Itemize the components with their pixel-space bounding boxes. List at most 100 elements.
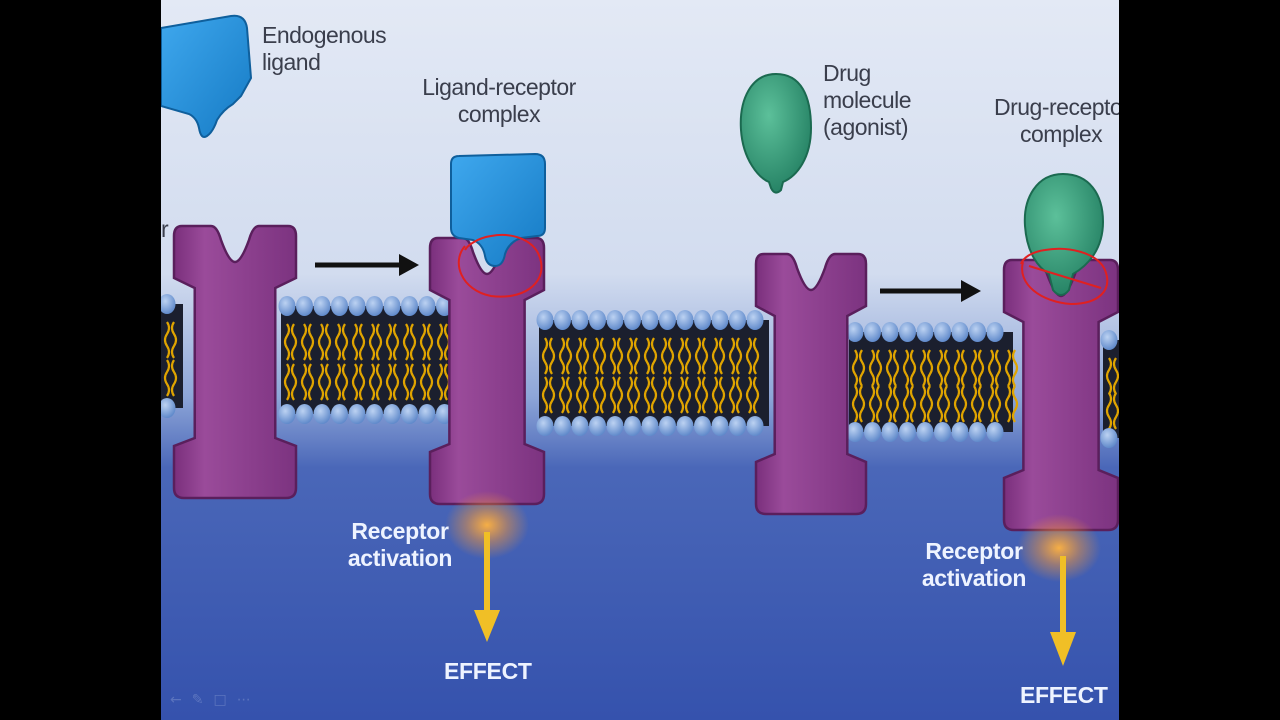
- lipid-tail: [283, 363, 291, 401]
- phospholipid-head: [278, 404, 296, 424]
- lipid-tail: [324, 363, 332, 401]
- endogenous-ligand-shape: [161, 14, 253, 138]
- phospholipid-head: [348, 404, 366, 424]
- phospholipid-head: [969, 422, 986, 442]
- phospholipid-head: [899, 422, 916, 442]
- lipid-tail: [1105, 392, 1113, 430]
- bound-drug-shape: [1023, 172, 1105, 296]
- phospholipid-head: [986, 322, 1004, 342]
- more-icon[interactable]: ⋯: [236, 692, 251, 708]
- phospholipid-head: [313, 404, 331, 424]
- drug-molecule-line3: (agonist): [823, 114, 908, 140]
- lipid-tail: [728, 376, 736, 414]
- lipid-tail: [385, 363, 393, 401]
- drug-molecule-line1: Drug: [823, 60, 871, 86]
- lipid-tail: [300, 363, 308, 401]
- lipid-tail: [868, 349, 876, 387]
- drug-molecule-line2: molecule: [823, 87, 912, 113]
- phospholipid-head: [571, 416, 589, 436]
- lipid-tail: [926, 385, 934, 423]
- lipid-tail: [283, 323, 291, 361]
- drug-receptor-complex-label: Drug-recepto complex: [994, 94, 1119, 148]
- lipid-tail: [885, 349, 893, 387]
- lipid-tail: [684, 337, 692, 375]
- phospholipid-head: [366, 296, 383, 316]
- lipid-tail: [575, 337, 583, 375]
- lipid-tail: [368, 363, 376, 401]
- lipid-tail: [902, 385, 910, 423]
- lipid-tail: [936, 385, 944, 423]
- phospholipid-head: [418, 404, 436, 424]
- lipid-tail: [599, 337, 607, 375]
- phospholipid-head: [694, 310, 711, 330]
- lipid-tail: [909, 349, 917, 387]
- lipid-tail: [953, 349, 961, 387]
- lipid-tail: [436, 363, 444, 401]
- lipid-tail: [643, 376, 651, 414]
- lipid-tail: [660, 337, 668, 375]
- drug-molecule-shape: [739, 72, 813, 194]
- lipid-tail: [592, 376, 600, 414]
- phospholipid-head: [864, 322, 881, 342]
- lipid-tail: [409, 363, 417, 401]
- phospholipid-head: [864, 422, 881, 442]
- lipid-tail: [960, 349, 968, 387]
- phospholipid-head: [418, 296, 436, 316]
- lipid-tail: [919, 385, 927, 423]
- lipid-tail: [392, 323, 400, 361]
- back-arrow-icon[interactable]: ←: [170, 692, 182, 708]
- lipid-tail: [436, 323, 444, 361]
- truncated-label: r: [161, 216, 169, 242]
- lipid-tail: [290, 323, 298, 361]
- lipid-tail: [317, 323, 325, 361]
- phospholipid-head: [331, 296, 348, 316]
- phospholipid-head: [746, 310, 764, 330]
- lipid-tail: [902, 349, 910, 387]
- receptors: [172, 224, 1119, 532]
- lipid-tail: [987, 385, 995, 423]
- phospholipid-head: [676, 416, 694, 436]
- phospholipid-head: [401, 404, 418, 424]
- lipid-tail: [650, 337, 658, 375]
- phospholipid-head: [348, 296, 366, 316]
- phospholipid-head: [554, 310, 571, 330]
- phospholipid-head: [641, 310, 659, 330]
- lipid-tail: [307, 363, 315, 401]
- phospholipid-head: [694, 416, 711, 436]
- annotation-circle-1: [457, 234, 543, 298]
- lipid-tail: [1105, 357, 1113, 395]
- lipid-tail: [667, 376, 675, 414]
- phospholipid-head: [554, 416, 571, 436]
- phospholipid-head: [571, 310, 589, 330]
- phospholipid-head: [313, 296, 331, 316]
- lipid-tail: [375, 323, 383, 361]
- binding-arrow-1: [315, 254, 419, 276]
- pen-icon[interactable]: ✎: [191, 692, 204, 708]
- phospholipid-head: [986, 422, 1004, 442]
- lipid-tail: [385, 323, 393, 361]
- phospholipid-head: [676, 310, 694, 330]
- activation-glow-1: [445, 491, 529, 559]
- phospholipid-head: [729, 310, 746, 330]
- lipid-tail: [650, 376, 658, 414]
- phospholipid-head: [659, 416, 676, 436]
- drug-receptor-complex-line2: complex: [1020, 121, 1103, 147]
- lipid-tail: [170, 359, 178, 397]
- phospholipid-head: [846, 322, 864, 342]
- receptor-activation-1-line1: Receptor: [351, 518, 449, 544]
- lipid-tail: [334, 323, 342, 361]
- phospholipid-head: [161, 398, 176, 418]
- lipid-tail: [875, 349, 883, 387]
- lipid-tail: [977, 349, 985, 387]
- lipid-tail: [711, 337, 719, 375]
- lipid-tail: [919, 349, 927, 387]
- receptor-protein: [172, 224, 298, 500]
- slides-icon[interactable]: □: [213, 692, 227, 708]
- receptor-activation-label-2: Receptor activation: [914, 538, 1034, 592]
- phospholipid-head: [951, 322, 969, 342]
- binding-arrow-2: [880, 280, 981, 302]
- lipid-tail: [375, 363, 383, 401]
- lipid-tail: [368, 323, 376, 361]
- phospholipid-head: [536, 310, 554, 330]
- drug-receptor-diagram: [161, 0, 1119, 720]
